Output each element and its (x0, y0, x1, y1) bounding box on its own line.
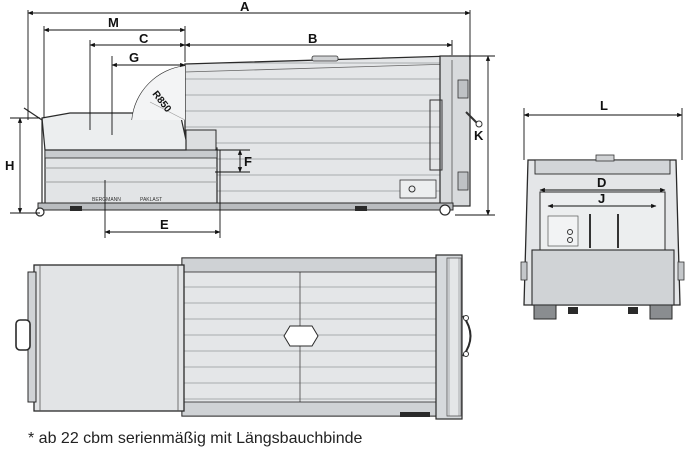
front-wheel (35, 207, 45, 217)
brand-label: BERGMANN (92, 197, 121, 203)
rear-wheel (439, 204, 451, 216)
side-dimensions (10, 10, 495, 238)
dim-label-g: G (129, 50, 139, 65)
dim-label-l: L (600, 98, 608, 113)
top-view-rear-handle (462, 315, 472, 357)
dim-label-d: D (597, 175, 606, 190)
dim-label-m: M (108, 15, 119, 30)
end-view-dimension-labels: L D J (597, 98, 608, 206)
end-view-dimensions (523, 108, 683, 209)
top-view (15, 254, 472, 420)
dim-label-f: F (244, 154, 252, 169)
dim-label-a: A (240, 0, 250, 14)
dim-label-h: H (5, 158, 14, 173)
top-handle (311, 55, 339, 62)
top-view-front-handle (15, 319, 31, 351)
dim-label-j: J (598, 191, 605, 206)
hopper (41, 112, 187, 151)
end-view-lower-box (531, 249, 675, 306)
dim-label-c: C (139, 31, 149, 46)
top-view-compactor (33, 264, 185, 412)
top-view-latch (283, 325, 319, 347)
side-view: R850 BERGMANN PAKLAST (23, 55, 483, 217)
dim-label-k: K (474, 128, 484, 143)
end-view (520, 154, 685, 320)
base-frame (37, 202, 454, 211)
side-dimension-labels: A M C B G H K E F (5, 0, 484, 232)
model-label: PAKLAST (140, 197, 162, 203)
footnote: * ab 22 cbm serienmäßig mit Längsbauchbi… (28, 430, 363, 447)
dim-label-b: B (308, 31, 317, 46)
dim-label-e: E (160, 217, 169, 232)
